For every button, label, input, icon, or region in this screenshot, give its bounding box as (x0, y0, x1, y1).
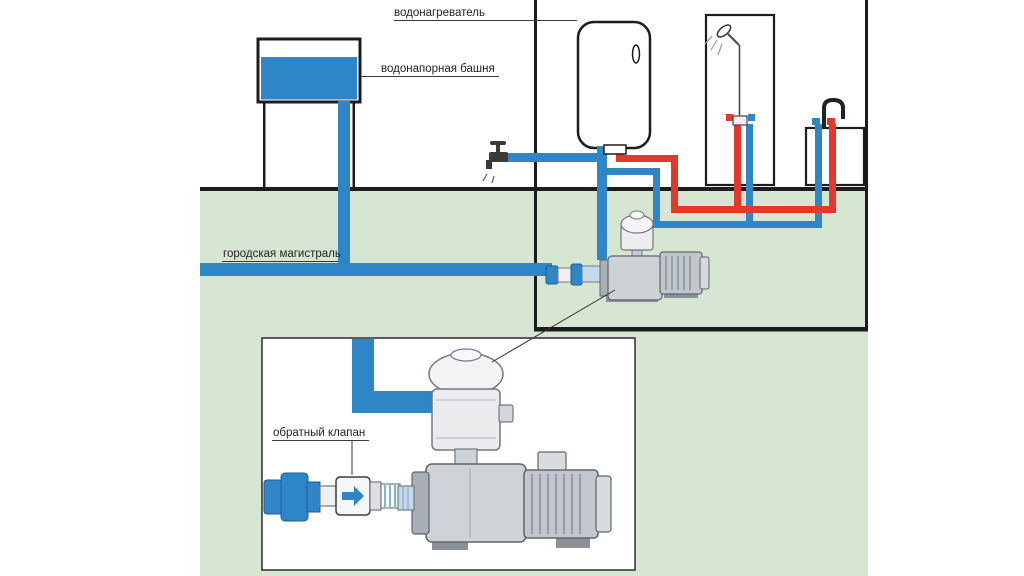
compression-fitting-2 (280, 472, 309, 522)
pipe-nipple (319, 485, 337, 507)
water-heater-indicator (631, 44, 641, 64)
outdoor-faucet-branch (506, 153, 602, 162)
cold-riser-shower (746, 124, 753, 228)
suction-fitting-2 (557, 267, 572, 283)
shower-fittings (704, 24, 755, 126)
suction-fitting-1 (545, 265, 559, 285)
inset-detail (261, 337, 636, 571)
inset-pressure-unit-body (431, 388, 501, 451)
shower-cold-handle (748, 114, 755, 121)
spray-line-2 (717, 43, 723, 56)
inset-pointer-line (491, 289, 616, 363)
inset-motor-foot (556, 538, 590, 548)
sink-cold-handle (812, 118, 820, 125)
suction-fitting-3 (570, 263, 583, 286)
water-tower (256, 37, 362, 188)
leader-lines (222, 20, 616, 475)
inset-motor-end-cap (595, 475, 612, 533)
inset-feed-pipe-h (352, 391, 440, 413)
outdoor-faucet-handle (490, 141, 506, 145)
house-bottom-wall (534, 327, 868, 332)
spray-line-3 (704, 35, 713, 45)
hot-branch-h2 (671, 206, 836, 213)
riser-pipe (597, 146, 607, 260)
check-valve-flow-arrow-icon (342, 486, 364, 506)
shower-arm (727, 33, 740, 46)
water-tower-water-level (261, 57, 357, 100)
pump-body (607, 255, 663, 301)
label-water-heater: водонагреватель (394, 7, 485, 19)
outdoor-faucet-body (489, 152, 508, 162)
hot-riser-shower (734, 124, 741, 213)
inset-motor-body (523, 469, 599, 539)
drip-line-2 (491, 175, 495, 184)
cold-riser-sink (815, 124, 822, 228)
cold-water-pipes (200, 101, 822, 276)
outdoor-faucet (482, 141, 508, 184)
water-tower-right-leg (352, 102, 355, 188)
shower-mixer (732, 115, 748, 126)
inset-pump-foot (432, 542, 468, 550)
house-outline (534, 0, 868, 332)
motor-end-cap (699, 256, 710, 290)
drip-line-1 (482, 173, 488, 182)
cold-branch-h2 (653, 221, 822, 228)
inset-pump-body (425, 463, 527, 543)
inset-unit-connector (498, 404, 514, 423)
label-city-main: городская магистраль (223, 248, 341, 260)
hex-nut (369, 481, 382, 511)
house-left-wall (534, 0, 537, 330)
cold-branch-h1 (602, 168, 660, 175)
house-right-wall (865, 0, 868, 330)
outdoor-faucet-stem (496, 144, 500, 153)
hot-riser-sink (829, 124, 836, 213)
sink-faucet (812, 97, 845, 128)
water-tower-left-leg (263, 102, 266, 188)
pump-station (545, 210, 710, 302)
inset-inlet-port (397, 485, 415, 511)
outdoor-faucet-spout (486, 160, 492, 169)
tower-drop-pipe (338, 101, 350, 271)
sink-faucet-spout (822, 97, 845, 128)
water-heater-tank (576, 20, 652, 150)
inset-terminal-box (537, 451, 567, 471)
compression-fitting-3 (306, 481, 321, 513)
suction-hose (581, 265, 601, 283)
pressure-unit-cap (629, 210, 645, 220)
cold-branch-v1 (653, 168, 660, 228)
spray-line-1 (710, 39, 718, 51)
inset-pressure-unit-cap (450, 348, 482, 362)
inset-unit-bottom-port (454, 448, 478, 466)
water-heater (576, 20, 652, 150)
city-main-pipe (200, 263, 552, 276)
shower-hot-handle (726, 114, 733, 121)
water-heater-bottom-stub (603, 144, 627, 155)
hot-branch-h1 (616, 155, 678, 162)
shower-head-icon (716, 24, 732, 38)
motor-foot (664, 293, 698, 298)
hot-branch-v1 (671, 155, 678, 213)
label-check-valve: обратный клапан (273, 427, 366, 439)
label-water-tower: водонапорная башня (381, 63, 495, 75)
compression-fitting-1 (263, 479, 283, 515)
sink-hot-handle (827, 118, 835, 125)
